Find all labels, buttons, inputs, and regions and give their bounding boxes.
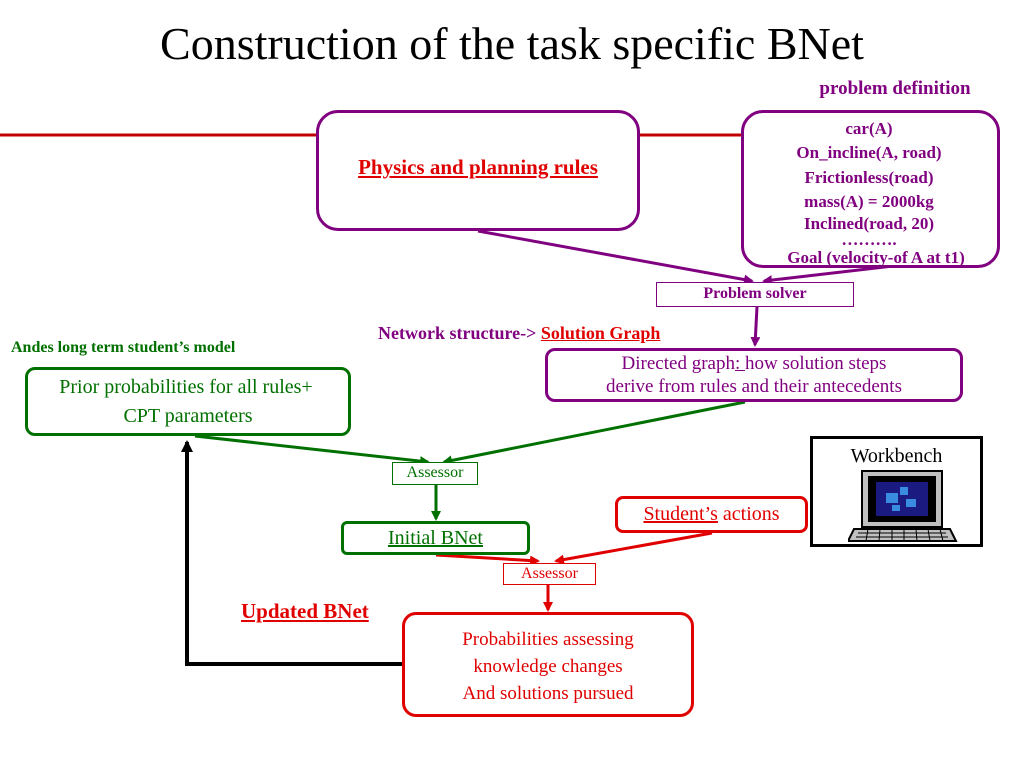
student-model-line1: Prior probabilities for all rules+ [59,376,313,398]
probabilities-box: Probabilities assessing knowledge change… [402,612,694,717]
network-structure-label: Network structure-> Solution Graph [378,323,660,344]
probabilities-line: Probabilities assessing [462,629,634,650]
arrow-definition-to-solver [762,264,894,286]
solution-graph-line2: derive from rules and their antecedents [606,376,902,397]
rules-box: Physics and planning rules [316,110,640,231]
student-model-box: Prior probabilities for all rules+ CPT p… [25,367,351,436]
solution-graph-line1: Directed graph: how solution steps [548,352,960,375]
initial-bnet-box: Initial BNet [341,521,530,555]
page-title: Construction of the task specific BNet [160,18,864,69]
network-structure-prefix: Network structure-> [378,323,541,343]
problem-definition-box: car(A) On_incline(A, road) Frictionless(… [741,110,1000,268]
definition-line: car(A) [845,119,893,138]
arrow-graph-to-assessor [442,400,746,466]
student-actions-rest: actions [717,503,780,525]
student-actions-box: Student’s actions [615,496,808,533]
definition-goal: Goal (velocity-of A at t1) [787,248,965,268]
problem-solver-box: Problem solver [656,282,854,307]
solution-graph-colon: : [734,353,745,374]
initial-bnet-label: Initial BNet [388,527,483,549]
problem-definition-label: problem definition [819,78,971,99]
student-model-line2: CPT parameters [123,405,253,427]
probabilities-line: And solutions pursued [462,683,634,704]
definition-line: Frictionless(road) [804,167,934,187]
assessor-box-2: Assessor [503,563,596,585]
definition-ellipsis: ………. [841,230,897,250]
solution-graph-link: Solution Graph [540,323,661,343]
workbench-box: Workbench [810,436,983,547]
solution-graph-desc: how solution steps [745,353,887,374]
solution-graph-term: Directed graph [621,353,735,374]
assessor-box-1: Assessor [392,462,478,485]
probabilities-line: knowledge changes [473,656,623,677]
student-actions-underlined: Student’s [643,503,718,525]
rules-label: Physics and planning rules [358,155,598,179]
definition-line: mass(A) = 2000kg [804,191,934,211]
arrow-actions-to-assessor2 [554,531,713,565]
student-model-heading: Andes long term student’s model [11,339,236,356]
definition-line: On_incline(A, road) [796,143,942,163]
solution-graph-box: Directed graph: how solution steps deriv… [545,348,963,402]
updated-bnet-label: Updated BNet [241,599,369,623]
arrow-feedback-loop [181,440,402,666]
problem-definition-lines: car(A) On_incline(A, road) Frictionless(… [738,117,1000,270]
workbench-label: Workbench [850,445,943,467]
arrow-initial-to-assessor2 [435,553,540,566]
arrow-solver-to-graph [750,306,761,347]
definition-line: Inclined(road, 20) [803,214,935,234]
computer-icon [848,470,958,542]
arrow-rules-to-solver [477,229,754,285]
arrow-model-to-assessor [194,434,430,467]
